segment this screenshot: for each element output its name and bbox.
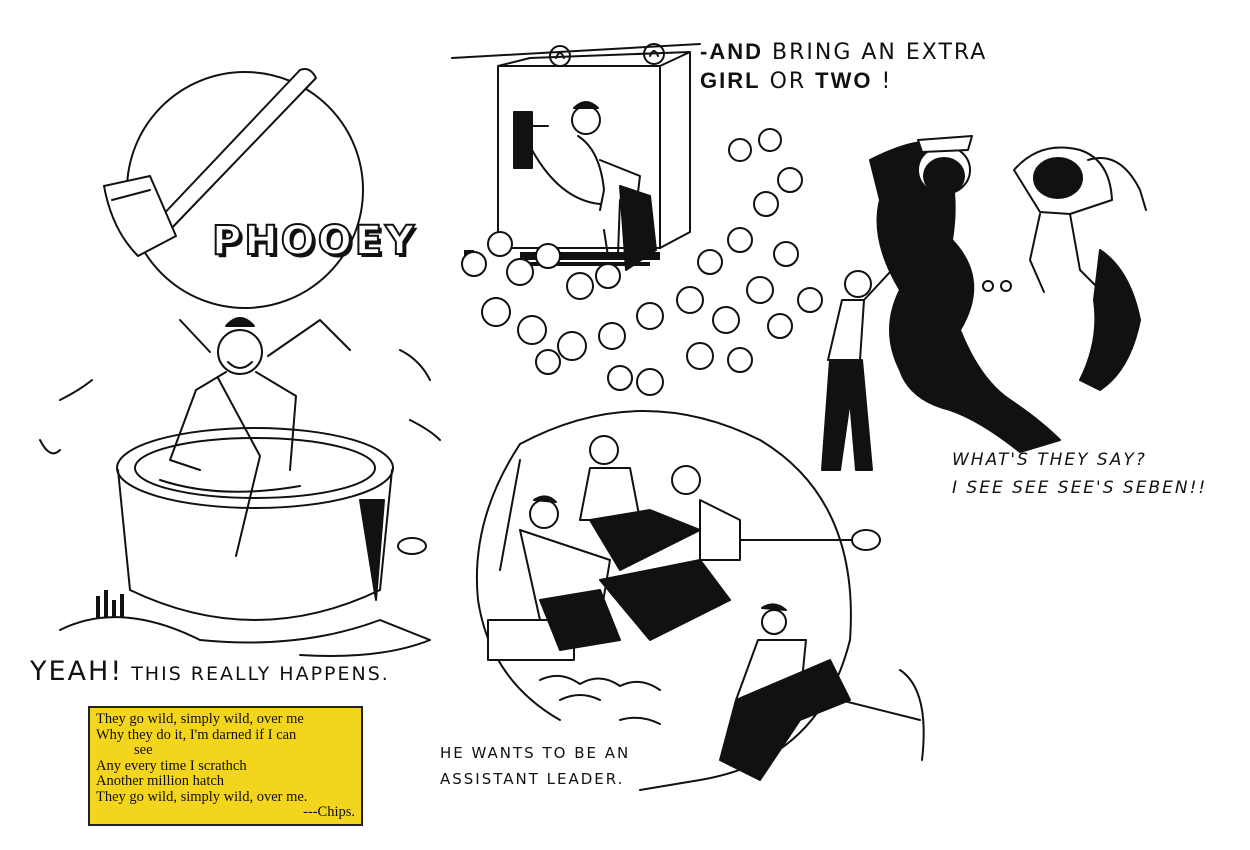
phone-caption-girl: GIRL xyxy=(700,68,761,93)
phone-caption-two: TWO xyxy=(815,68,873,93)
ghost-caption: WHAT'S THEY SAY? I SEE SEE SEE'S SEBEN!! xyxy=(952,446,1207,502)
poem-signature: ---Chips. xyxy=(303,804,355,820)
bell-icon xyxy=(643,43,665,65)
ghost-caption-line-2: I SEE SEE SEE'S SEBEN!! xyxy=(952,478,1208,498)
bath-caption-rest: THIS REALLY HAPPENS. xyxy=(131,663,390,685)
poem-box: They go wild, simply wild, over me Why t… xyxy=(88,706,363,826)
poem-line: Why they do it, I'm darned if I can xyxy=(96,726,297,743)
telephone-icon xyxy=(513,111,601,205)
bath-caption-yeah: YEAH! xyxy=(30,656,124,687)
leader-caption-line-2: ASSISTANT LEADER. xyxy=(440,770,625,788)
leader-scene xyxy=(475,409,925,791)
bath-caption: YEAH! THIS REALLY HAPPENS. xyxy=(30,656,390,687)
leader-caption: HE WANTS TO BE AN ASSISTANT LEADER. xyxy=(440,740,630,792)
phone-caption-bring: BRING AN EXTRA xyxy=(772,40,988,65)
phone-booth xyxy=(451,43,701,271)
dark-figures xyxy=(869,135,1147,453)
phone-caption-or: OR xyxy=(769,69,807,94)
phone-caption-line-1: -AND BRING AN EXTRA xyxy=(700,38,987,67)
phooey-label: PHOOEY xyxy=(211,217,418,265)
poem-line: Any every time I scrathch xyxy=(96,757,247,774)
phone-caption: -AND BRING AN EXTRA GIRL OR TWO ! xyxy=(700,38,987,96)
ghost-caption-line-1: WHAT'S THEY SAY? xyxy=(952,450,1147,470)
phone-caption-bang: ! xyxy=(881,69,893,94)
bell-icon xyxy=(549,45,571,67)
leader-caption-line-1: HE WANTS TO BE AN xyxy=(440,744,631,762)
phooey-circle xyxy=(126,71,364,309)
poem-line: They go wild, simply wild, over me. xyxy=(96,788,308,805)
phone-caption-line-2: GIRL OR TWO ! xyxy=(700,67,987,96)
bathtub-scene xyxy=(39,317,441,657)
axe-icon xyxy=(103,68,317,257)
poem-line: see xyxy=(134,742,153,758)
crowd xyxy=(461,128,823,396)
phone-caption-and: -AND xyxy=(700,39,763,64)
poem-line: Another million hatch xyxy=(96,773,225,789)
poem-line: They go wild, simply wild, over me xyxy=(96,711,304,727)
standing-man xyxy=(821,270,891,471)
